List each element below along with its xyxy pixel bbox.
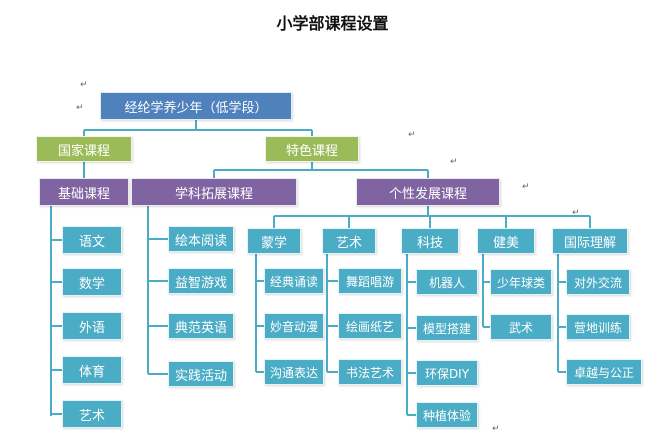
group-arts: 艺术 <box>322 228 376 254</box>
basic-item-pe: 体育 <box>62 356 122 384</box>
international-item-3: 卓越与公正 <box>566 359 642 385</box>
paragraph-mark: ↵ <box>80 80 88 90</box>
group-mengxue: 蒙学 <box>247 228 301 254</box>
root-node: 经纶学养少年（低学段） <box>100 92 292 120</box>
personal-development-node: 个性发展课程 <box>356 178 500 206</box>
technology-item-2: 模型搭建 <box>416 315 478 341</box>
technology-item-4: 种植体验 <box>416 402 478 428</box>
group-technology: 科技 <box>401 228 459 254</box>
mengxue-item-3: 沟通表达 <box>264 359 324 385</box>
extension-item-model-english: 典范英语 <box>168 313 234 339</box>
extension-item-picture-book: 绘本阅读 <box>168 226 234 252</box>
basic-item-foreign-language: 外语 <box>62 312 122 340</box>
paragraph-mark: ↵ <box>450 157 458 167</box>
arts-item-3: 书法艺术 <box>338 359 402 385</box>
technology-item-3: 环保DIY <box>416 360 478 386</box>
technology-item-1: 机器人 <box>416 269 478 295</box>
national-course-node: 国家课程 <box>36 136 132 162</box>
international-item-2: 营地训练 <box>566 314 630 340</box>
mengxue-item-2: 妙音动漫 <box>264 313 324 339</box>
paragraph-mark: ↵ <box>408 130 416 140</box>
group-international: 国际理解 <box>552 228 628 254</box>
group-fitness: 健美 <box>477 228 535 254</box>
extension-course-node: 学科拓展课程 <box>131 178 297 206</box>
paragraph-mark: ↵ <box>572 208 580 218</box>
mengxue-item-1: 经典诵读 <box>264 268 324 294</box>
arts-item-2: 绘画纸艺 <box>338 313 402 339</box>
basic-item-chinese: 语文 <box>62 226 122 254</box>
basic-item-arts: 艺术 <box>62 400 122 428</box>
extension-item-practice: 实践活动 <box>168 361 234 387</box>
fitness-item-2: 武术 <box>490 314 552 340</box>
paragraph-mark: ↵ <box>492 424 500 434</box>
fitness-item-1: 少年球类 <box>490 269 552 295</box>
basic-item-math: 数学 <box>62 268 122 296</box>
basic-course-node: 基础课程 <box>39 178 129 206</box>
featured-course-node: 特色课程 <box>265 136 359 162</box>
international-item-1: 对外交流 <box>566 269 630 295</box>
extension-item-puzzle-games: 益智游戏 <box>168 268 234 294</box>
paragraph-mark: ↵ <box>522 182 530 192</box>
page-title: 小学部课程设置 <box>276 14 389 33</box>
arts-item-1: 舞蹈唱游 <box>338 268 402 294</box>
paragraph-mark: ↵ <box>76 103 84 113</box>
